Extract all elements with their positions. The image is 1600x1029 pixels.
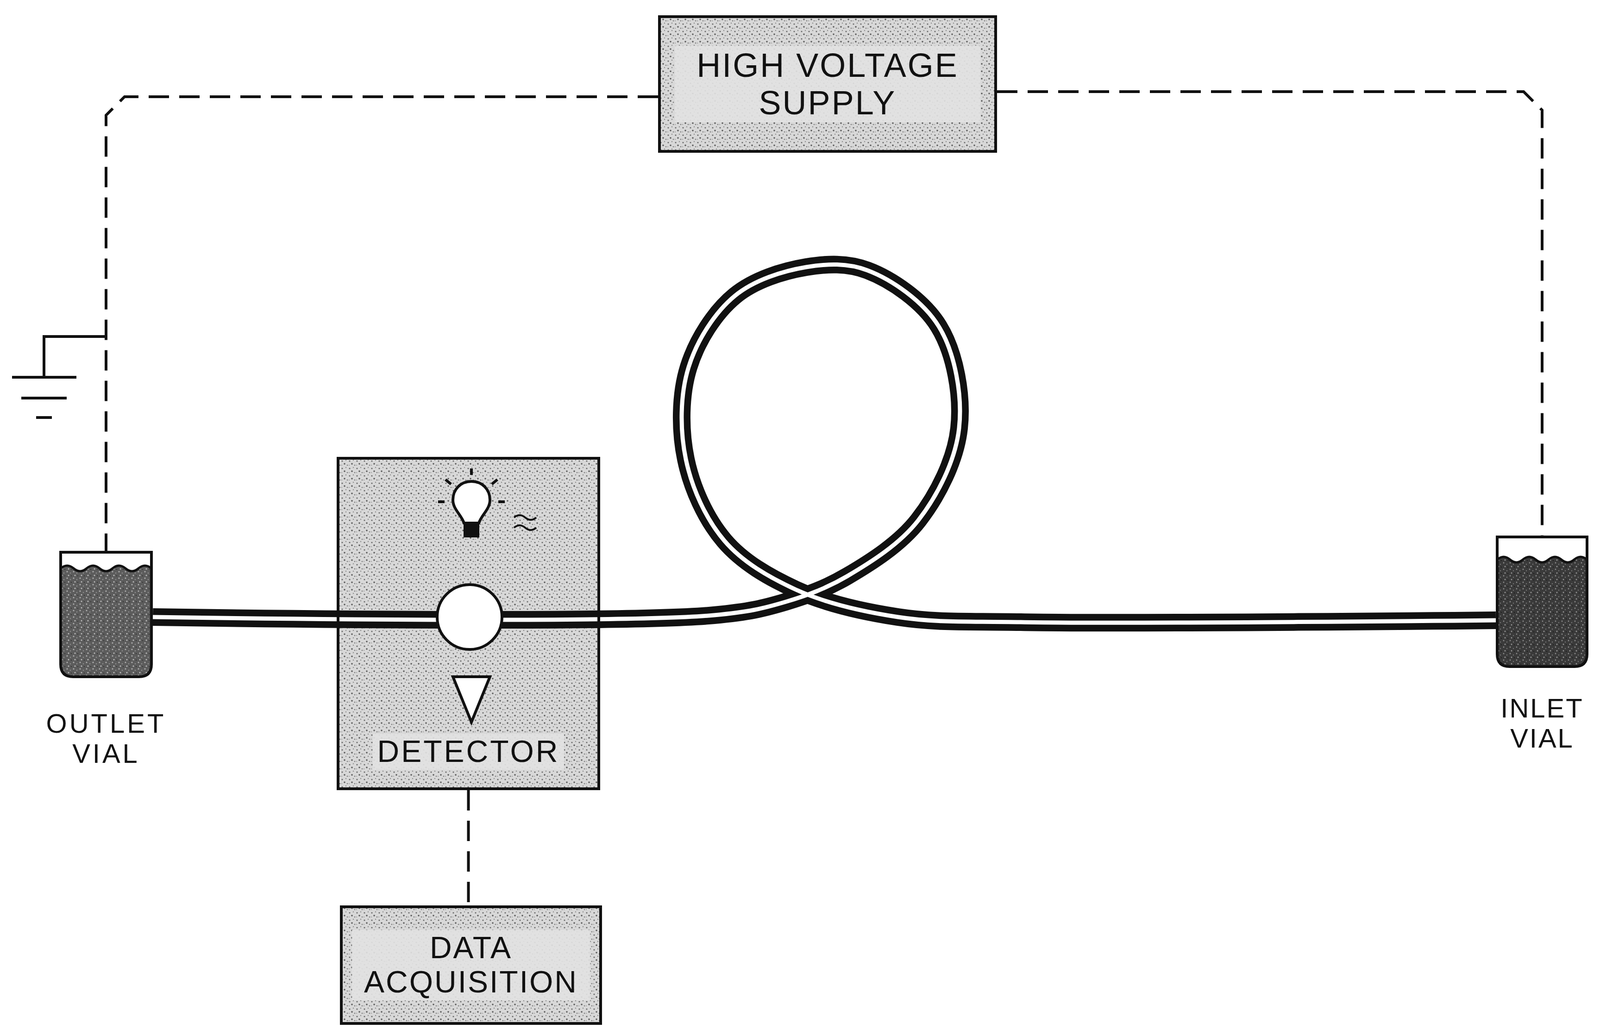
ground-bar <box>36 416 52 420</box>
supply-texture <box>658 15 998 153</box>
box-label: DETECTOR <box>372 734 565 771</box>
box-label: DATA ACQUISITION <box>351 930 590 1001</box>
tube-bore <box>152 264 1496 624</box>
vial-liquid <box>1497 557 1588 667</box>
ground-lead <box>43 336 107 378</box>
vial-outline <box>1497 537 1588 667</box>
light-waves <box>514 515 537 531</box>
acquisition-texture <box>339 905 603 1026</box>
vial-shape <box>1495 535 1589 669</box>
dashed-wire <box>997 91 1543 536</box>
inlet-vial: INLET VIAL <box>1494 535 1590 754</box>
outlet-vial: OUTLET VIAL <box>38 551 174 770</box>
ground-symbol <box>12 336 107 418</box>
detection-window <box>437 584 502 650</box>
vial-shape <box>59 551 153 679</box>
power-supply-box: HIGH VOLTAGE SUPPLY <box>658 15 998 153</box>
vial-outline <box>60 552 152 678</box>
ground-bar <box>12 376 77 379</box>
detector-box: DETECTOR <box>336 457 601 791</box>
acquisition-box: DATA ACQUISITION <box>339 905 603 1026</box>
box-label: HIGH VOLTAGE SUPPLY <box>674 45 981 123</box>
ground-bar <box>21 396 67 400</box>
wire <box>997 91 1543 536</box>
liquid-surface <box>1497 557 1588 563</box>
vial-body <box>60 552 152 678</box>
vial-label: OUTLET VIAL <box>38 709 174 770</box>
vial-liquid <box>60 565 152 678</box>
liquid-surface <box>60 565 152 572</box>
dashed-wire <box>106 96 659 552</box>
capillary-tube <box>152 264 1496 624</box>
vial-body <box>1497 537 1588 667</box>
lamp-base <box>464 524 478 537</box>
wire <box>106 96 659 552</box>
lamp-rays <box>438 468 505 502</box>
vial-label: INLET VIAL <box>1494 693 1590 754</box>
dashed-wire <box>467 790 471 906</box>
photodetector-symbol <box>452 677 490 723</box>
lamp-icon <box>438 468 537 537</box>
lamp-bulb <box>452 481 490 524</box>
wire <box>468 790 469 906</box>
tube-wall <box>152 264 1496 624</box>
